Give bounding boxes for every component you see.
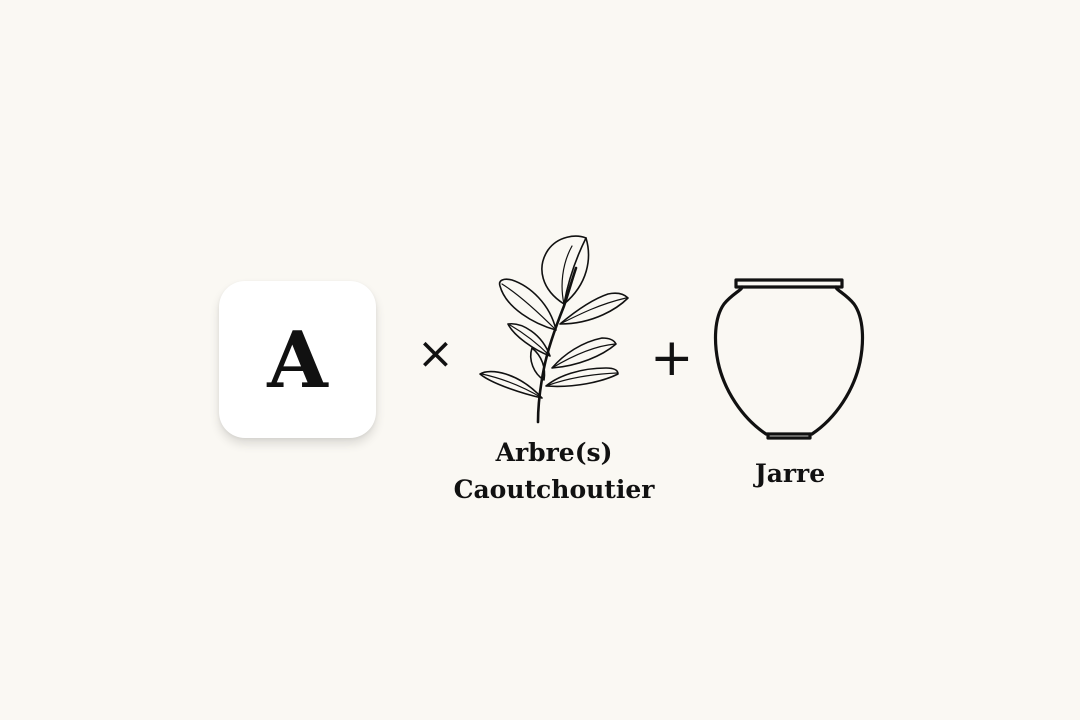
plant-label-line1: Arbre(s): [495, 438, 613, 467]
jar-icon: [713, 278, 865, 440]
rubber-tree-leaf-icon: [479, 235, 629, 424]
card-letter: A: [267, 314, 328, 406]
multiply-icon: ×: [417, 328, 454, 379]
plant-label: Arbre(s) Caoutchoutier: [432, 434, 676, 508]
jar-label: Jarre: [754, 459, 826, 488]
plant-label-line2: Caoutchoutier: [453, 475, 655, 504]
plus-icon: +: [650, 328, 694, 388]
letter-card: A: [219, 281, 376, 438]
